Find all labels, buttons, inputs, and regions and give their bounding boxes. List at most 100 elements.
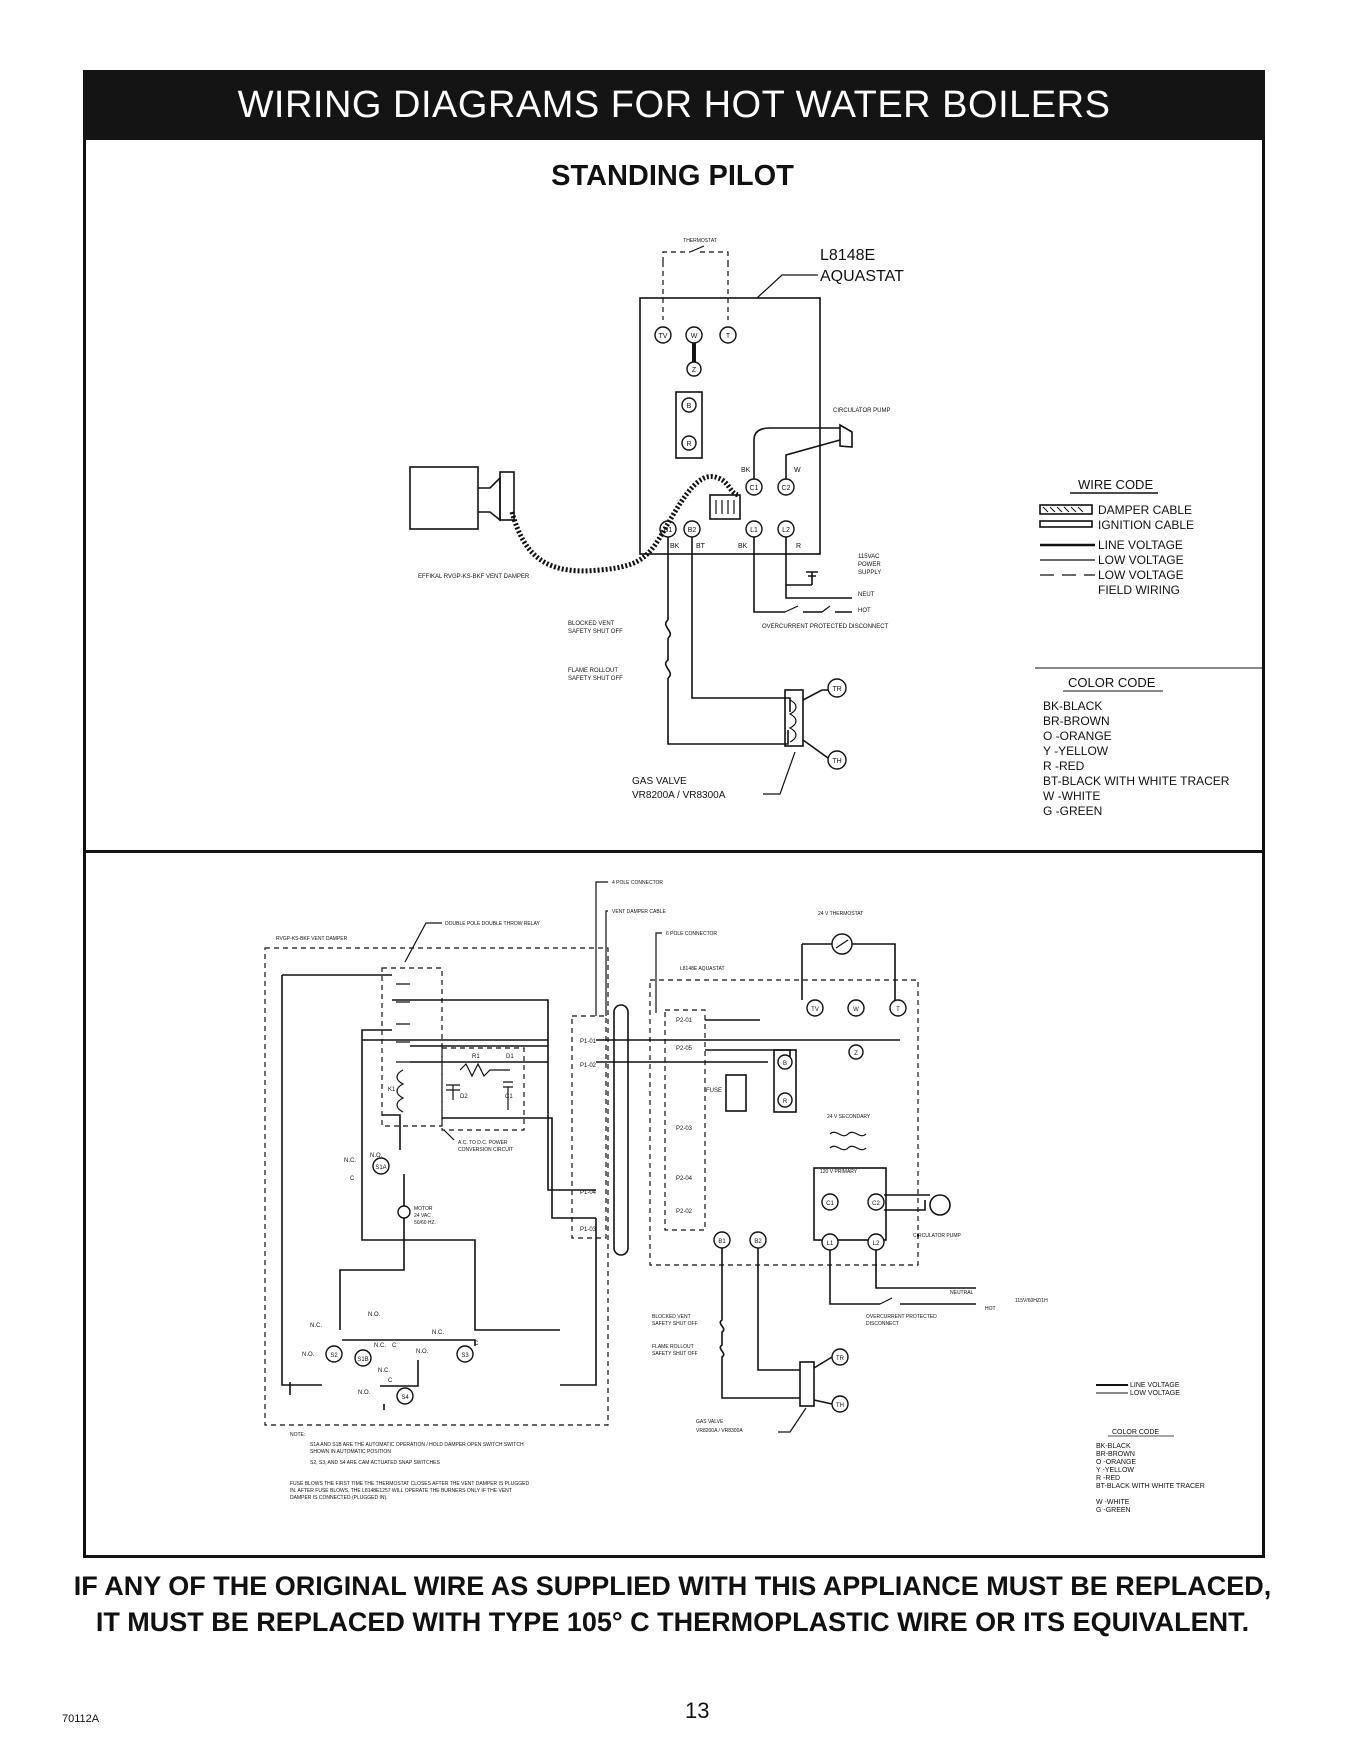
motor-wire: [339, 1174, 405, 1330]
flame-rollout-label-2: SAFETY SHUT OFF: [568, 676, 623, 682]
aquastat-model: L8148E: [820, 247, 875, 264]
secondary-label: 24 V SECONDARY: [827, 1114, 871, 1120]
p1-connector: [571, 1015, 607, 1239]
wire-code-damper: DAMPER CABLE: [1098, 503, 1192, 517]
switch-s1b-label: S1B: [357, 1357, 368, 1363]
damper-cable-tube: [613, 1004, 629, 1256]
small-r: R -RED: [1096, 1475, 1120, 1482]
small-w: W -WHITE: [1096, 1499, 1130, 1506]
terminal-c2-label: C2: [782, 485, 791, 492]
wire-code-ignition: IGNITION CABLE: [1098, 518, 1194, 532]
terminal-r-2: [777, 1092, 793, 1108]
gas-valve-coil-2: [799, 1361, 815, 1407]
terminal-b-2-label: B: [783, 1061, 787, 1067]
small-bt: BT-BLACK WITH WHITE TRACER: [1096, 1483, 1205, 1490]
relay-leader: [404, 922, 442, 963]
s1a-c: C: [350, 1176, 355, 1182]
terminal-t: [719, 326, 737, 344]
terminal-z-2: [848, 1044, 864, 1060]
terminal-tr: [827, 678, 847, 698]
gas-valve-2b: VR8200A / VR8300A: [696, 1428, 743, 1434]
s1b-c: C: [392, 1343, 397, 1349]
small-y: Y -YELLOW: [1096, 1467, 1134, 1474]
fuse-holder: [725, 1074, 747, 1112]
gas-valve-label-2: VR8200A / VR8300A: [632, 790, 726, 801]
small-color-title: COLOR CODE: [1112, 1429, 1159, 1436]
p2-02: P2-02: [676, 1209, 693, 1215]
note-3: S2, S3, AND S4 ARE CAM ACTUATED SNAP SWI…: [310, 1460, 441, 1466]
acdc-label-1: A.C. TO D.C. POWER: [458, 1140, 508, 1146]
terminal-t-label: T: [726, 333, 731, 340]
k1-label: K1: [388, 1087, 396, 1093]
switch-s1b: [354, 1349, 372, 1367]
terminal-w-2: [847, 999, 865, 1017]
s2-no: N.O.: [302, 1352, 315, 1358]
r1-label: R1: [472, 1054, 480, 1060]
p2-01: P2-01: [676, 1018, 693, 1024]
switch-wiring: [342, 1339, 476, 1410]
flame-rollout-2b: SAFETY SHUT OFF: [652, 1351, 698, 1357]
resistor-r1: [459, 1062, 510, 1078]
small-o: O -ORANGE: [1096, 1459, 1136, 1466]
terminal-c1-label: C1: [750, 485, 759, 492]
damper-plug: [709, 494, 741, 520]
s1a-no: N.O.: [370, 1153, 383, 1159]
damper-cable: [509, 474, 741, 574]
acdc-enclosure: [441, 1047, 525, 1131]
top-standing-pilot-diagram: THERMOSTAT L8148E AQUASTAT TV W T Z B R …: [409, 238, 904, 801]
terminal-l1-label: L1: [750, 527, 758, 534]
s3-nc: N.C.: [432, 1330, 444, 1336]
relay-coil-k1: [396, 1069, 405, 1113]
terminal-tv-2-label: TV: [811, 1007, 819, 1013]
power-label-1: 115VAC: [858, 554, 880, 560]
small-color-code: COLOR CODE BK-BLACK BR-BROWN O -ORANGE Y…: [1096, 1429, 1205, 1514]
b-r-block-2: [773, 1049, 797, 1113]
relay-1k1-box: [813, 1167, 887, 1241]
switch-s2-label: S2: [330, 1353, 338, 1359]
terminal-r-2-label: R: [783, 1099, 788, 1105]
terminal-w-label: W: [691, 333, 698, 340]
relay-enclosure: [381, 967, 443, 1127]
wire-code-field-wiring: FIELD WIRING: [1098, 583, 1180, 597]
p2-03: P2-03: [676, 1126, 693, 1132]
terminal-tv-2: [806, 999, 824, 1017]
s2-nc: N.C.: [310, 1323, 322, 1329]
terminal-b-2: [777, 1054, 793, 1070]
power-wires: [753, 537, 852, 613]
relay-label: DOUBLE POLE DOUBLE THROW RELAY: [445, 921, 541, 927]
doc-number: 70112A: [62, 1713, 100, 1725]
small-wire-code: LINE VOLTAGE LOW VOLTAGE: [1096, 1382, 1180, 1397]
supply-label: 115V/60HZ/1H: [1015, 1298, 1048, 1304]
wire-mark-bk2: BK: [738, 543, 748, 550]
terminal-b2-label: B2: [688, 527, 697, 534]
aquastat-enclosure: [649, 979, 919, 1266]
transformer: [829, 1131, 867, 1151]
section-divider: [83, 850, 1265, 853]
hot-label: HOT: [858, 608, 871, 614]
terminal-t-2-label: T: [896, 1007, 900, 1013]
note-4: FUSE BLOWS THE FIRST TIME THE THERMOSTAT…: [290, 1481, 530, 1487]
wire-mark-bk3: BK: [741, 467, 751, 474]
fuse-label: FUSE: [706, 1088, 722, 1094]
ground-wire: [785, 537, 818, 586]
aquastat-leader: [756, 274, 818, 299]
terminal-th-2-label: TH: [836, 1403, 844, 1409]
color-bk: BK-BLACK: [1043, 699, 1102, 713]
note-6: DAMPER IS CONNECTED (PLUGGED IN).: [290, 1495, 388, 1501]
thermostat-dashed-wire: [662, 251, 729, 262]
warning-line-1: IF ANY OF THE ORIGINAL WIRE AS SUPPLIED …: [73, 1571, 1272, 1601]
terminal-w-2-label: W: [853, 1007, 859, 1013]
d2-label: D2: [460, 1094, 468, 1100]
thermostat-wires: [801, 943, 896, 1005]
bottom-vent-damper-diagram: 4 POLE CONNECTOR VENT DAMPER CABLE 6 POL…: [264, 880, 1048, 1501]
aquastat-box: [639, 297, 821, 555]
terminal-c2-2: [867, 1193, 885, 1211]
switch-s3: [456, 1345, 474, 1363]
thermostat-field-wires: [662, 262, 729, 320]
terminal-th: [827, 750, 847, 770]
primary-label: 120 V PRIMARY: [820, 1169, 858, 1175]
disconnect-label: OVERCURRENT PROTECTED DISCONNECT: [762, 624, 889, 630]
d1-label: D1: [506, 1054, 514, 1060]
terminal-b: [681, 397, 697, 413]
